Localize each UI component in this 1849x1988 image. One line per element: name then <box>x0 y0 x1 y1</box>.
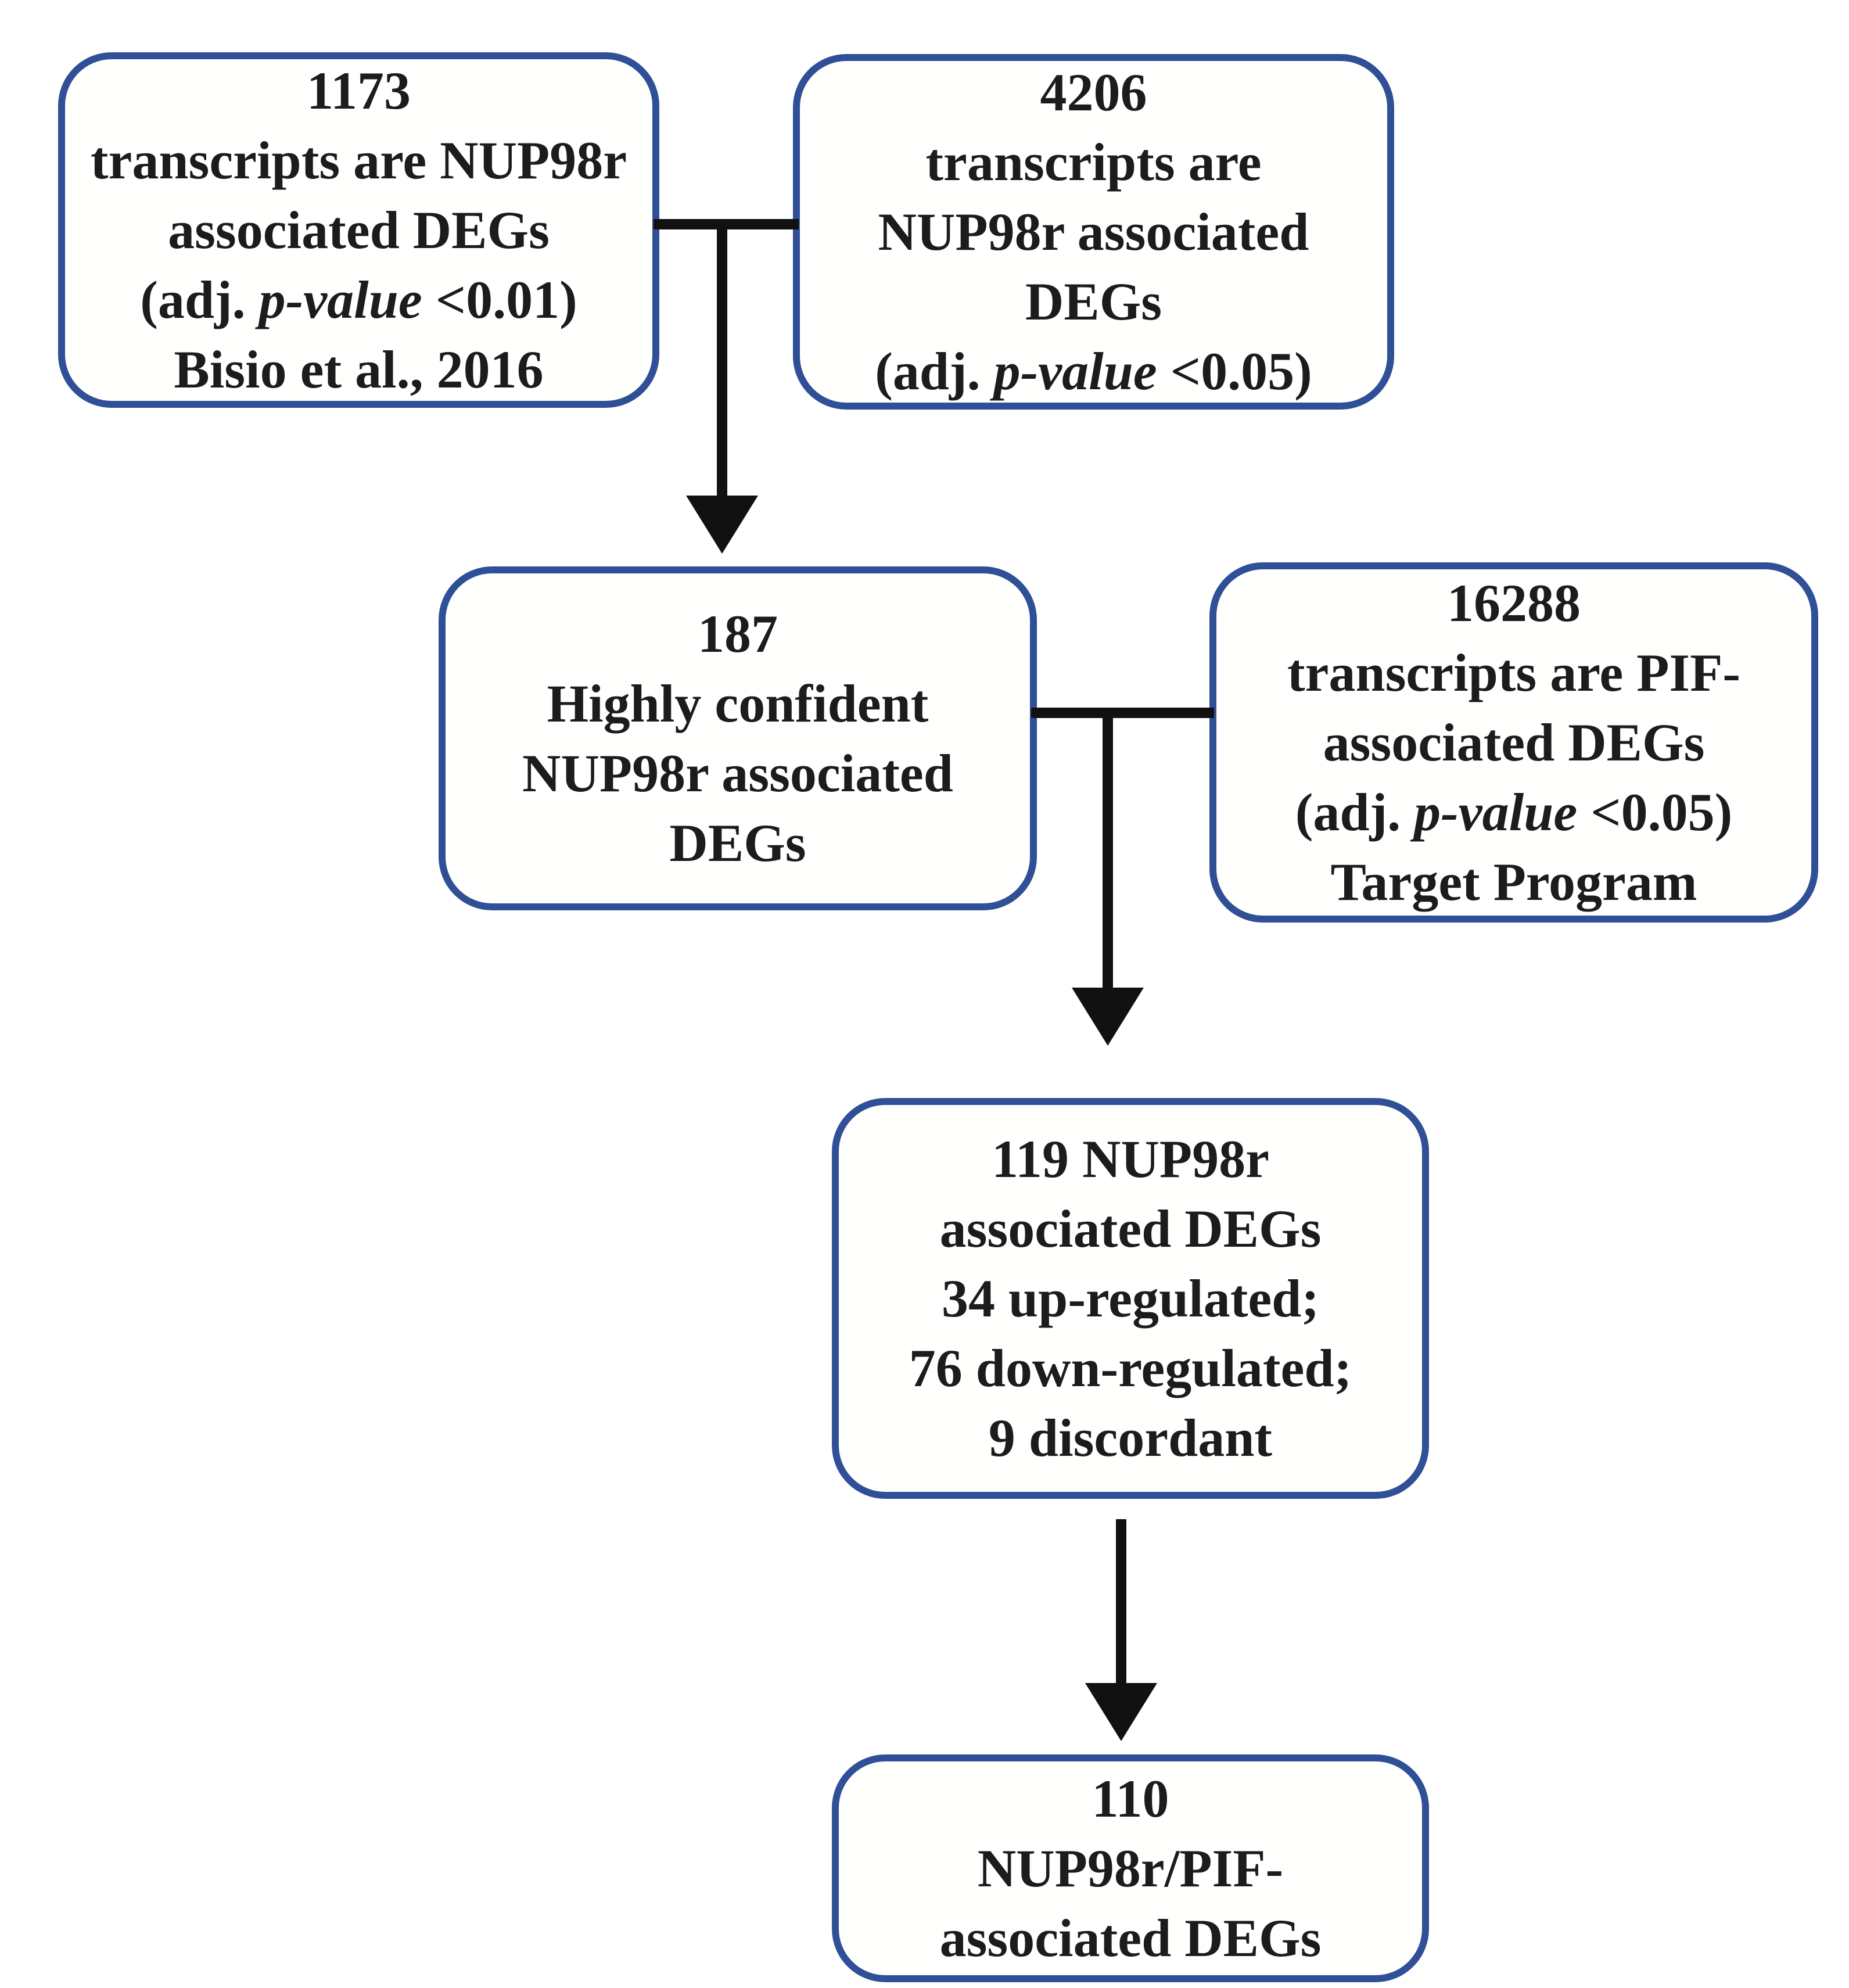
pvalue-italic: p-value <box>993 342 1157 401</box>
box-16288-line2: transcripts are PIF- <box>1287 643 1741 702</box>
pvalue-italic: p-value <box>1414 783 1578 842</box>
box-110-line3: associated DEGs <box>939 1908 1322 1968</box>
connector-3-vertical-line <box>1116 1519 1126 1685</box>
box-4206-line3: NUP98r associated <box>878 202 1309 261</box>
box-110-line2: NUP98r/PIF- <box>977 1839 1284 1898</box>
box-16288-count: 16288 <box>1447 573 1581 633</box>
box-119-line2: associated DEGs <box>939 1199 1322 1258</box>
box-1173-count: 1173 <box>307 61 411 120</box>
box-4206-line4: DEGs <box>1025 272 1162 331</box>
box-4206-line2: transcripts are <box>925 132 1262 192</box>
connector-3-arrow-down-icon <box>1085 1683 1157 1741</box>
box-16288-pif-transcripts: 16288 transcripts are PIF- associated DE… <box>1209 562 1818 923</box>
box-187-count: 187 <box>698 604 778 663</box>
box-119-nup98r-degs: 119 NUP98r associated DEGs 34 up-regulat… <box>832 1098 1429 1499</box>
pvalue-suffix: <0.01) <box>422 270 577 329</box>
box-187-line2: Highly confident <box>547 674 929 733</box>
box-4206-transcripts: 4206 transcripts are NUP98r associated D… <box>793 54 1394 410</box>
connector-1-vertical-line <box>717 219 727 498</box>
box-187-line4: DEGs <box>669 813 806 873</box>
box-187-line3: NUP98r associated <box>522 744 953 803</box>
box-1173-line3: associated DEGs <box>168 200 550 260</box>
box-1173-transcripts: 1173 transcripts are NUP98r associated D… <box>58 52 659 408</box>
box-16288-pvalue: (adj. p-value <0.05) <box>1295 777 1733 847</box>
box-110-nup98r-pif-degs: 110 NUP98r/PIF- associated DEGs <box>832 1754 1429 1982</box>
pvalue-suffix: <0.05) <box>1157 342 1312 401</box>
pvalue-prefix: (adj. <box>875 342 994 401</box>
connector-1-arrow-down-icon <box>686 496 758 554</box>
pvalue-prefix: (adj. <box>140 270 259 329</box>
box-16288-source: Target Program <box>1330 852 1697 912</box>
connector-2-horizontal-line <box>1031 708 1214 718</box>
box-110-count: 110 <box>1092 1769 1169 1828</box>
connector-2-vertical-line <box>1103 708 1113 989</box>
box-1173-pvalue: (adj. p-value <0.01) <box>140 265 577 335</box>
box-4206-pvalue: (adj. p-value <0.05) <box>875 336 1312 406</box>
box-119-line1: 119 NUP98r <box>992 1129 1269 1189</box>
pvalue-suffix: <0.05) <box>1577 783 1733 842</box>
box-119-up-regulated: 34 up-regulated; <box>942 1269 1319 1328</box>
box-1173-source: Bisio et al., 2016 <box>174 340 544 399</box>
pvalue-prefix: (adj. <box>1295 783 1414 842</box>
pvalue-italic: p-value <box>258 270 422 329</box>
box-16288-line3: associated DEGs <box>1323 713 1705 772</box>
box-1173-line2: transcripts are NUP98r <box>90 131 627 190</box>
box-119-discordant: 9 discordant <box>988 1408 1273 1467</box>
box-4206-count: 4206 <box>1040 63 1147 122</box>
box-119-down-regulated: 76 down-regulated; <box>909 1339 1352 1398</box>
connector-2-arrow-down-icon <box>1072 988 1144 1046</box>
box-187-highly-confident: 187 Highly confident NUP98r associated D… <box>439 566 1037 910</box>
